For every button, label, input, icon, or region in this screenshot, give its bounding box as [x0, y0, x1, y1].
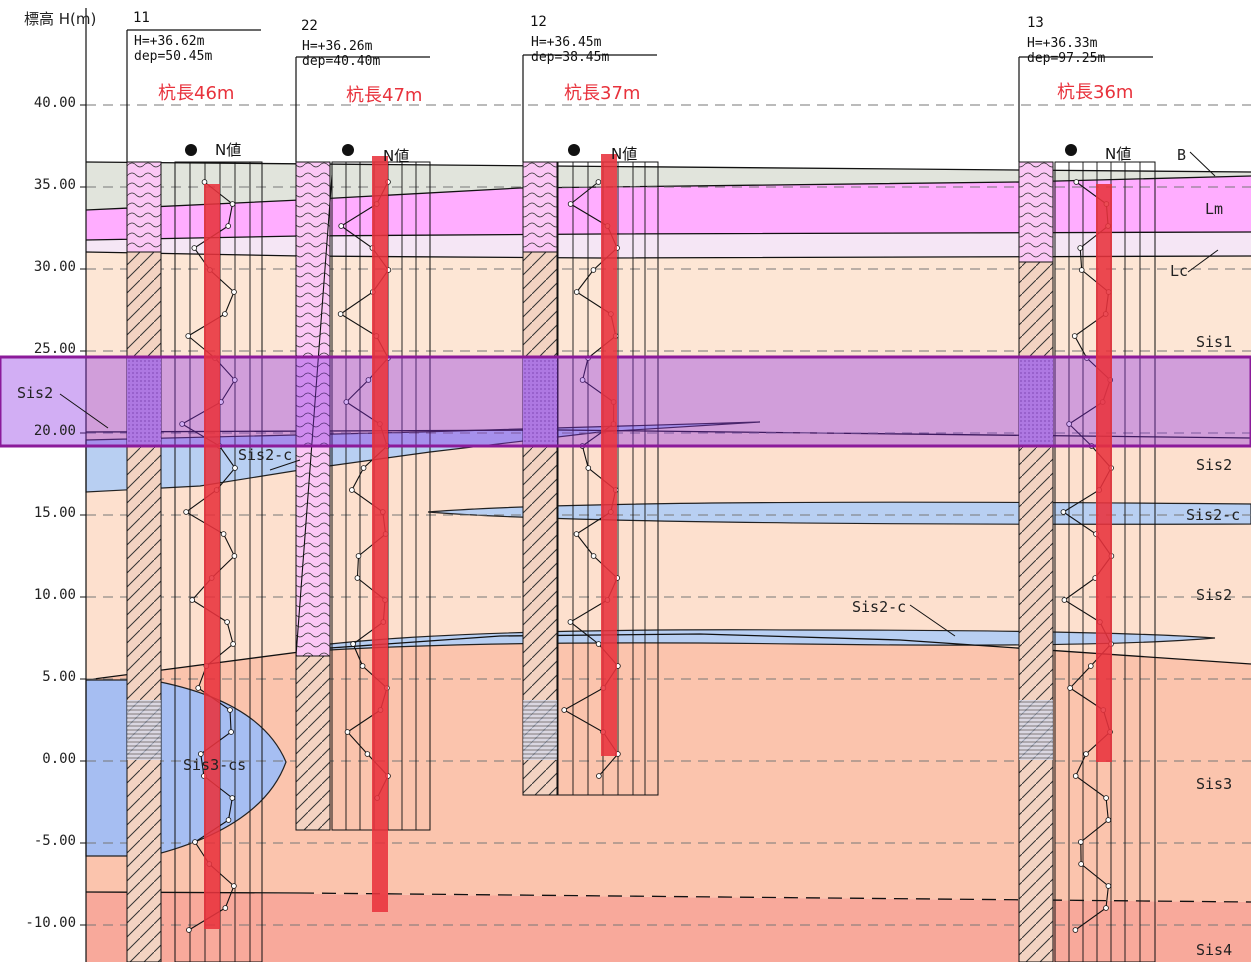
axis-tick-label: 0.00 — [42, 751, 76, 767]
borehole-12-n-label: N値 — [611, 145, 638, 163]
axis-tick-label: 30.00 — [33, 259, 76, 275]
axis-tick-label: -5.00 — [33, 833, 76, 849]
label-lc: Lc — [1170, 262, 1189, 280]
borehole-11-pile-length: 杭長46m — [158, 83, 235, 104]
borehole-13-elevation: H=+36.33m — [1027, 36, 1098, 51]
label-sis2-c-right: Sis2-c — [1186, 506, 1241, 524]
pile-bar — [204, 184, 220, 929]
borehole-11-id: 11 — [133, 10, 150, 26]
borehole-22-pile-length: 杭長47m — [346, 85, 423, 106]
label-sis1: Sis1 — [1196, 333, 1233, 351]
label-sis2-a: Sis2 — [1196, 456, 1233, 474]
axis-tick-label: 5.00 — [42, 669, 76, 685]
borehole-13-pile-length: 杭長36m — [1057, 82, 1134, 103]
borehole-22-depth: dep=40.40m — [302, 54, 381, 69]
axis-tick-label: 15.00 — [33, 505, 76, 521]
borehole-11-n-label: N値 — [215, 141, 242, 159]
borehole-13-depth: dep=97.25m — [1027, 51, 1106, 66]
label-sis2-b: Sis2 — [1196, 586, 1233, 604]
text-labels — [59, 151, 1219, 637]
label-sis2-c-left: Sis2-c — [238, 446, 293, 464]
borehole-12-depth: dep=38.45m — [531, 50, 610, 65]
borehole-11-depth: dep=50.45m — [134, 49, 213, 64]
borehole-13-id: 13 — [1027, 15, 1044, 31]
axis-tick-label: 25.00 — [33, 341, 76, 357]
label-sis2-c-mid: Sis2-c — [852, 598, 907, 616]
borehole-12-pile-length: 杭長37m — [564, 83, 641, 104]
label-sis4: Sis4 — [1196, 941, 1233, 959]
strata-layers — [85, 162, 1251, 962]
pile-bar — [601, 154, 617, 756]
borehole-12-id: 12 — [530, 14, 547, 30]
label-lm: Lm — [1205, 200, 1224, 218]
axis-tick-label: 20.00 — [33, 423, 76, 439]
pile-bars — [204, 154, 1112, 929]
borehole-column — [522, 54, 659, 796]
axis-title: 標高 H(m) — [24, 10, 97, 28]
axis-tick-label: 10.00 — [33, 587, 76, 603]
borehole-columns — [126, 29, 1156, 962]
borehole-22-id: 22 — [301, 18, 318, 34]
borehole-22-elevation: H=+36.26m — [302, 39, 373, 54]
axis-tick-label: -10.00 — [25, 915, 76, 931]
pile-bar — [1096, 184, 1112, 762]
axis-tick-label: 40.00 — [33, 95, 76, 111]
borehole-22-n-label: N値 — [383, 147, 410, 165]
borehole-13-n-label: N値 — [1105, 145, 1132, 163]
stratum-sis4 — [86, 892, 1251, 962]
label-sis3: Sis3 — [1196, 775, 1233, 793]
borehole-column — [126, 29, 263, 962]
axis-tick-label: 35.00 — [33, 177, 76, 193]
pile-bar — [372, 156, 388, 912]
label-b: B — [1177, 146, 1187, 164]
borehole-12-elevation: H=+36.45m — [531, 35, 602, 50]
elevation-grid — [80, 104, 1251, 926]
borehole-11-elevation: H=+36.62m — [134, 34, 205, 49]
highlight-band — [0, 355, 1251, 448]
label-sis2-left: Sis2 — [17, 384, 54, 402]
label-sis3-cs: Sis3-cs — [183, 756, 247, 774]
